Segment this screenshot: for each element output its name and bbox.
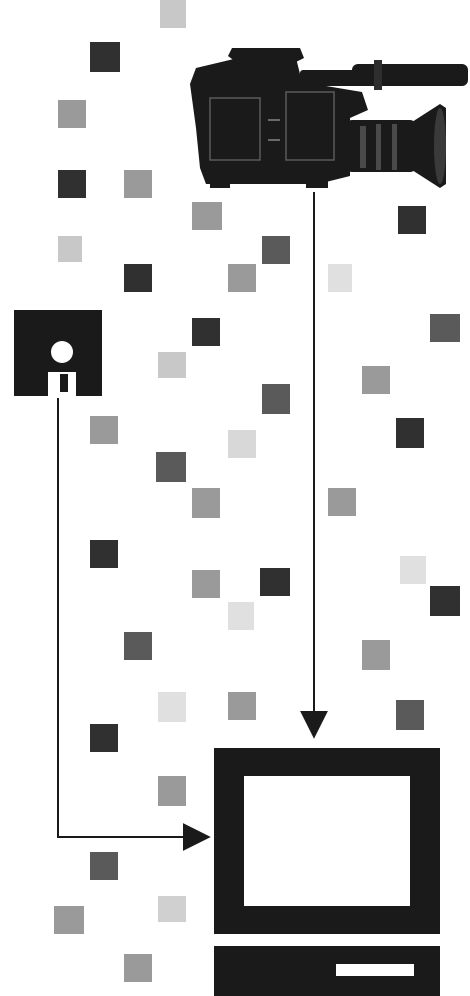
decor-square [228, 602, 254, 630]
decor-square [58, 100, 86, 128]
floppy-disk-icon [14, 310, 102, 396]
decor-square [396, 418, 424, 448]
decor-square [158, 776, 186, 806]
decor-square [396, 700, 424, 730]
decor-square [158, 692, 186, 722]
decor-square [362, 366, 390, 394]
decor-square [192, 202, 222, 230]
decor-square [400, 556, 426, 584]
decor-square [158, 896, 186, 922]
decor-square [158, 352, 186, 378]
decor-square [90, 724, 118, 752]
decor-square [192, 318, 220, 346]
decor-square [262, 236, 290, 264]
decor-square [58, 236, 82, 262]
decor-square [90, 540, 118, 568]
decor-square [228, 692, 256, 720]
decor-square [90, 416, 118, 444]
computer-base-unit-icon [214, 946, 440, 996]
decor-square [328, 264, 352, 292]
decor-square [192, 570, 220, 598]
decor-square [192, 488, 220, 518]
decor-square [398, 206, 426, 234]
decor-square [124, 170, 152, 198]
decor-square [156, 452, 186, 482]
decor-square [124, 264, 152, 292]
decor-square [430, 314, 460, 342]
decor-square [260, 568, 290, 596]
decor-square [58, 170, 86, 198]
decor-square [228, 430, 256, 458]
decor-square [228, 264, 256, 292]
decor-square [124, 632, 152, 660]
decor-square [328, 488, 356, 516]
decor-square [90, 852, 118, 880]
decor-square [90, 42, 120, 72]
decor-square [430, 586, 460, 616]
video-camera-icon [190, 48, 468, 188]
decor-square [124, 954, 152, 982]
monitor-icon [214, 748, 440, 934]
decor-square [160, 0, 186, 28]
decor-square [262, 384, 290, 414]
decor-square [54, 906, 84, 934]
decor-square [362, 640, 390, 670]
